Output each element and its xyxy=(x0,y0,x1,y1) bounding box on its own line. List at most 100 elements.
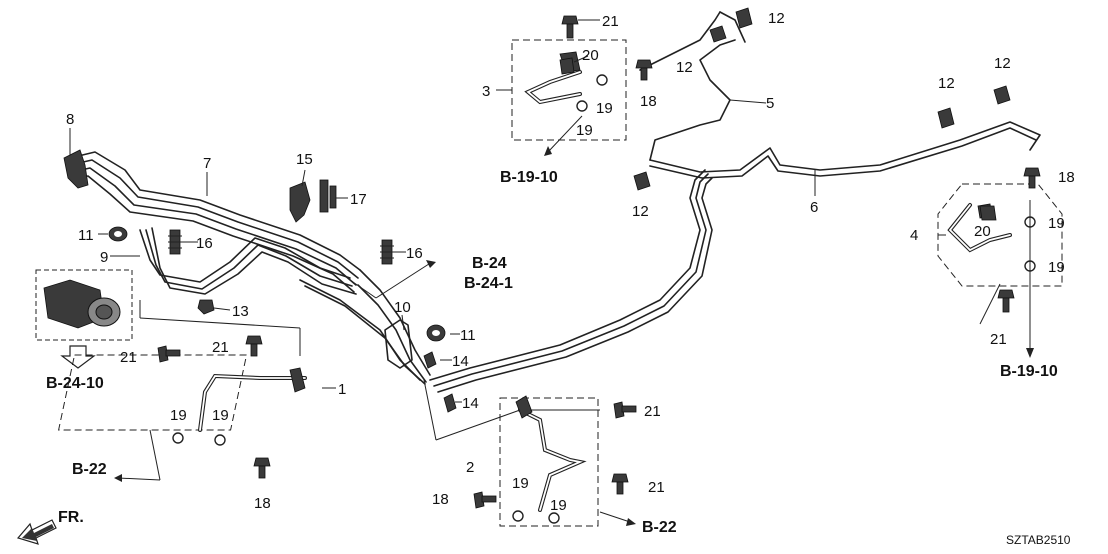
ref-b-19-10-right: B-19-10 xyxy=(1000,363,1058,380)
callout-19-h: 19 xyxy=(550,497,567,514)
pipe-bracket-10 xyxy=(384,319,413,369)
pipe-clip-13 xyxy=(197,299,215,315)
callout-12-top-a: 12 xyxy=(768,10,785,27)
brake-pipe-bundle-7 xyxy=(69,151,431,385)
bracket-20-right xyxy=(979,205,997,221)
callout-6: 6 xyxy=(810,199,818,216)
bolt-21-bottom-a xyxy=(613,401,637,419)
bolt-21-right xyxy=(997,289,1015,313)
callout-9: 9 xyxy=(100,249,108,266)
callout-21-bottom-a: 21 xyxy=(644,403,661,420)
washer-19-b xyxy=(596,74,608,86)
pipe-clip-17 xyxy=(319,179,337,213)
pipe-clamp-15 xyxy=(289,181,311,223)
callout-labels: 8 7 9 11 16 15 17 16 10 11 13 14 14 1 21… xyxy=(66,10,1075,514)
front-direction-arrow xyxy=(16,519,57,545)
clip-12-right-b xyxy=(993,85,1011,105)
front-label: FR. xyxy=(58,509,84,526)
callout-18-top: 18 xyxy=(640,93,657,110)
bolt-21-center xyxy=(245,335,263,357)
callout-21-bottom-b: 21 xyxy=(648,479,665,496)
clip-12-top-a xyxy=(735,7,753,29)
callout-8: 8 xyxy=(66,111,74,128)
junction-block-8 xyxy=(63,149,89,189)
callout-13: 13 xyxy=(232,303,249,320)
callout-18-left: 18 xyxy=(254,495,271,512)
callout-12-mid: 12 xyxy=(632,203,649,220)
brake-pipe-6 xyxy=(429,39,1041,393)
reference-labels: B-19-10 B-19-10 B-24 B-24-1 B-24-10 B-22… xyxy=(46,169,1058,536)
callout-12-top-b: 12 xyxy=(676,59,693,76)
brake-hose-assembly-2 xyxy=(499,395,599,527)
callout-16-left: 16 xyxy=(196,235,213,252)
callout-10: 10 xyxy=(394,299,411,316)
callout-20-top: 20 xyxy=(582,47,599,64)
diagram-code: SZTAB2510 xyxy=(1006,533,1071,547)
bolt-18-left xyxy=(253,457,271,479)
bolt-18-top xyxy=(635,59,653,81)
callout-21-top: 21 xyxy=(602,13,619,30)
clip-12-right-a xyxy=(937,107,955,129)
callout-20-right: 20 xyxy=(974,223,991,240)
pipe-clip-14-upper xyxy=(423,351,437,369)
callout-21-center: 21 xyxy=(212,339,229,356)
callout-19-c: 19 xyxy=(1048,215,1065,232)
callout-5: 5 xyxy=(766,95,774,112)
washer-19-a xyxy=(576,100,588,112)
brake-hose-assembly-1 xyxy=(57,354,307,432)
abs-modulator-unit xyxy=(35,269,133,369)
pipe-clip-14-lower xyxy=(443,393,457,413)
clip-12-mid xyxy=(633,171,651,191)
callout-11-right: 11 xyxy=(460,327,476,344)
callout-17: 17 xyxy=(350,191,367,208)
callout-19-b: 19 xyxy=(596,100,613,117)
callout-21-right: 21 xyxy=(990,331,1007,348)
bolt-18-bottom xyxy=(473,491,497,509)
washer-19-g xyxy=(512,510,524,522)
callout-16-right: 16 xyxy=(406,245,423,262)
washer-19-f xyxy=(214,434,226,446)
bracket-20-top xyxy=(559,57,575,75)
bolt-21-bottom-b xyxy=(611,473,629,495)
callout-21-left: 21 xyxy=(120,349,137,366)
brake-hose-assembly-3 xyxy=(511,39,627,141)
bolt-21-top xyxy=(561,15,579,39)
callout-11-left: 11 xyxy=(78,227,94,244)
callout-12-right-b: 12 xyxy=(994,55,1011,72)
bolt-18-right xyxy=(1023,167,1041,189)
reference-arrowheads xyxy=(114,146,1034,526)
ref-b-22-bottom: B-22 xyxy=(642,519,677,536)
callout-18-right: 18 xyxy=(1058,169,1075,186)
callout-15: 15 xyxy=(296,151,313,168)
callout-14-upper: 14 xyxy=(452,353,469,370)
callout-12-right-a: 12 xyxy=(938,75,955,92)
ref-b-22-left: B-22 xyxy=(72,461,107,478)
callout-19-g: 19 xyxy=(512,475,529,492)
brake-hose-assembly-4 xyxy=(937,183,1063,287)
callout-14-lower: 14 xyxy=(462,395,479,412)
brake-pipe-5 xyxy=(639,11,746,71)
washer-19-h xyxy=(548,512,560,524)
callout-1: 1 xyxy=(338,381,346,398)
callout-19-a: 19 xyxy=(576,122,593,139)
bolt-21-left xyxy=(157,345,181,363)
ref-b-24-10: B-24-10 xyxy=(46,375,104,392)
grommet-11-left xyxy=(108,226,128,242)
callout-3: 3 xyxy=(482,83,490,100)
spring-clip-16-left xyxy=(168,229,182,255)
callout-19-f: 19 xyxy=(212,407,229,424)
ref-b-19-10-top: B-19-10 xyxy=(500,169,558,186)
callout-2: 2 xyxy=(466,459,474,476)
ref-b-24: B-24 xyxy=(472,255,507,272)
ref-b-24-1: B-24-1 xyxy=(464,275,513,292)
callout-7: 7 xyxy=(203,155,211,172)
callout-18-bottom: 18 xyxy=(432,491,449,508)
callout-19-e: 19 xyxy=(170,407,187,424)
spring-clip-16-right xyxy=(380,239,394,265)
callout-19-d: 19 xyxy=(1048,259,1065,276)
grommet-11-right xyxy=(426,324,446,342)
leader-lines xyxy=(69,19,1031,523)
clip-12-top-b xyxy=(709,25,727,43)
callout-4: 4 xyxy=(910,227,918,244)
